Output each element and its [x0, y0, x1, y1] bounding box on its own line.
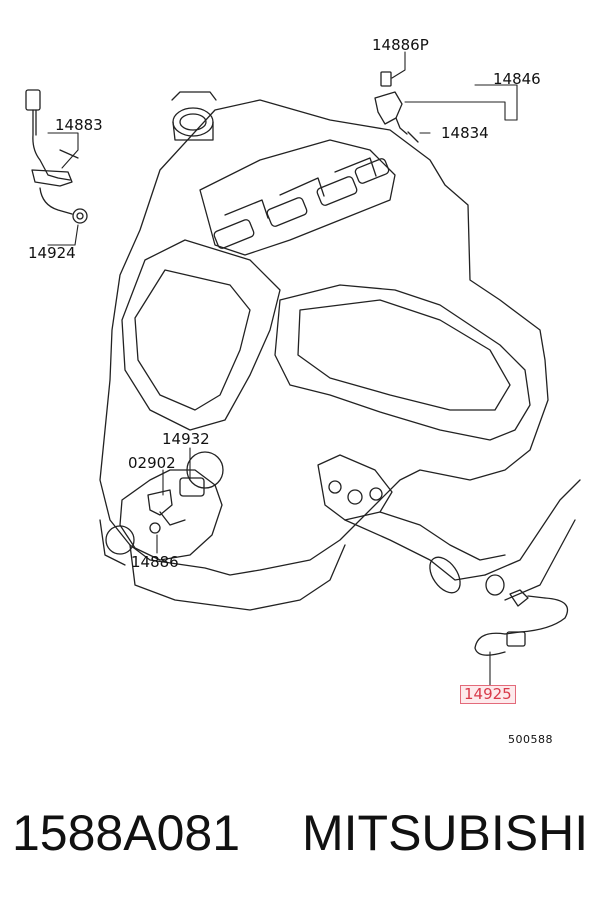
- exhaust-pipe: [317, 454, 581, 601]
- label-02902: 02902: [128, 454, 176, 472]
- label-14886: 14886: [131, 553, 179, 571]
- label-14932: 14932: [162, 430, 210, 448]
- drawing-number: 500588: [508, 733, 553, 746]
- part-number: 1588A081: [12, 805, 241, 861]
- knock-sensor-harness: [25, 89, 88, 224]
- label-14886P: 14886P: [372, 36, 429, 54]
- label-14883: 14883: [55, 116, 103, 134]
- oxygen-sensor: [474, 589, 569, 656]
- throttle-body: [171, 91, 217, 141]
- label-14924: 14924: [28, 244, 76, 262]
- crank-sensor-assembly: [119, 451, 224, 561]
- valve-cover: [199, 139, 396, 256]
- engine-block: [99, 99, 549, 576]
- label-14834: 14834: [441, 124, 489, 142]
- brand-name: MITSUBISHI: [302, 805, 589, 861]
- engine-drawing: [25, 51, 581, 688]
- label-14925-highlighted[interactable]: 14925: [460, 685, 516, 704]
- cam-position-sensor: [374, 71, 419, 143]
- label-14846: 14846: [493, 70, 541, 88]
- leader-lines: [47, 51, 518, 688]
